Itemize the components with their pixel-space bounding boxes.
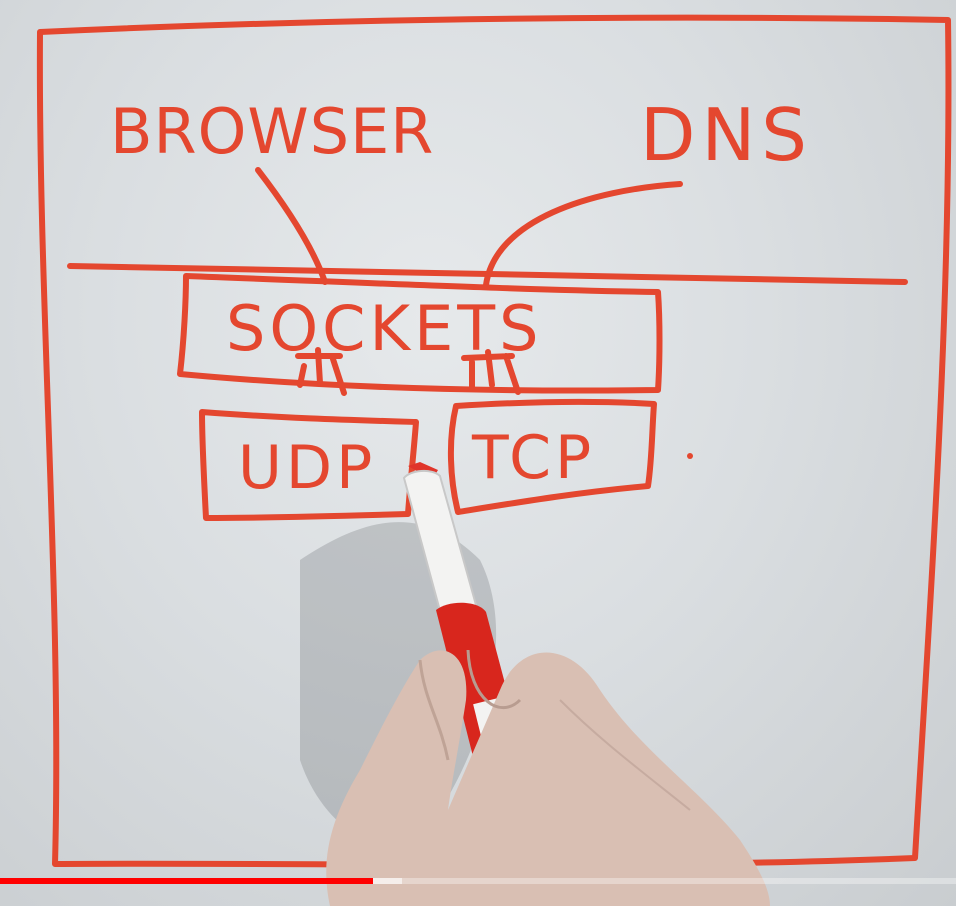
tcp-box [447,398,657,515]
browser-connector [255,167,328,285]
video-progress-bar[interactable] [0,878,956,884]
sockets-label: SOCKETS [226,292,543,365]
hand [326,649,770,906]
dns-connector [483,181,683,288]
layer-divider-line [67,263,908,285]
sockets-box [177,273,663,394]
outer-box [36,14,952,868]
socket-port-mark-2 [461,349,521,395]
udp-label: UDP [238,433,376,503]
browser-label: BROWSER [110,95,434,168]
ink-dot [687,453,693,459]
dns-label: DNS [640,93,813,177]
socket-port-mark-1 [295,347,347,396]
tcp-label: TCP [471,423,595,493]
video-progress-played [0,878,373,884]
udp-box [199,409,419,521]
